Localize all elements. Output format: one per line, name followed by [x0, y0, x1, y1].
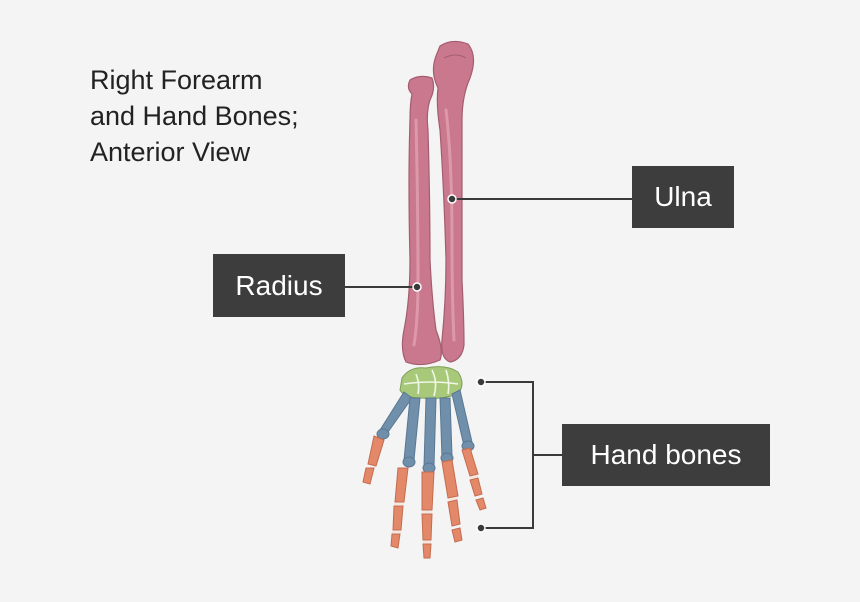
hand-bones-label: Hand bones — [562, 424, 770, 486]
hand-bracket-top-dot — [476, 377, 486, 387]
hand-bracket-bottom-dot — [476, 523, 486, 533]
diagram-title: Right Forearm and Hand Bones; Anterior V… — [90, 62, 299, 170]
hand-bones-label-text: Hand bones — [590, 439, 742, 470]
title-line-2: and Hand Bones; — [90, 101, 299, 131]
ulna-label: Ulna — [632, 166, 734, 228]
leader-dots — [412, 194, 486, 533]
leader-lines — [345, 198, 632, 529]
title-line-1: Right Forearm — [90, 65, 263, 95]
ulna-label-text: Ulna — [654, 181, 712, 212]
radius-pointer-dot — [412, 282, 422, 292]
title-line-3: Anterior View — [90, 137, 251, 167]
radius-bone — [401, 75, 442, 366]
metacarpal-bones — [376, 389, 475, 474]
radius-label: Radius — [213, 254, 345, 317]
radius-label-text: Radius — [235, 269, 323, 301]
carpal-bones — [399, 366, 463, 399]
hand-bones-bracket — [481, 381, 534, 529]
ulna-pointer-dot — [447, 194, 457, 204]
phalanx-bones — [362, 435, 487, 559]
joint-highlights — [392, 475, 479, 543]
